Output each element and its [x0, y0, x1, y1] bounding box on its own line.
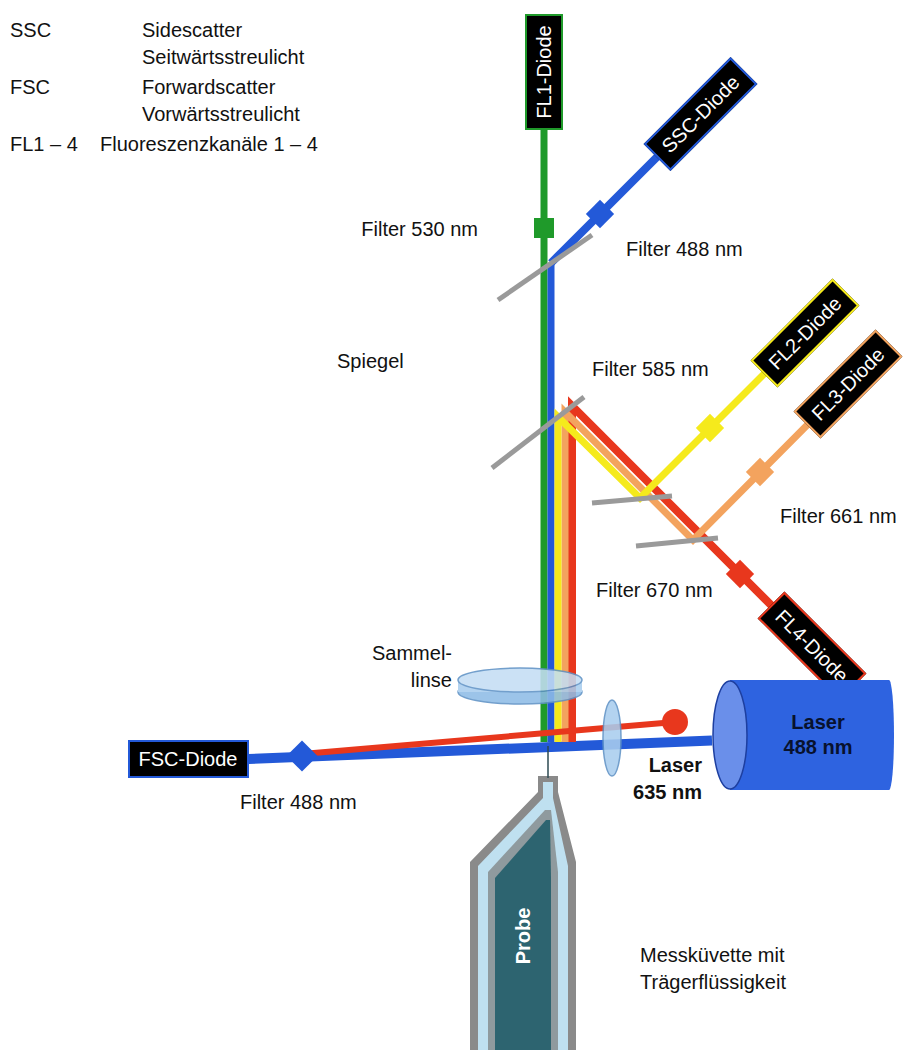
- detector-diode: SSC-Diode: [643, 57, 757, 171]
- node-text: FL1-Diode: [532, 25, 556, 118]
- laser-lens: [603, 700, 621, 776]
- node-text: FL4-Diode: [770, 604, 853, 687]
- abbreviation-text: Forwardscatter Vorwärtsstreulicht: [142, 74, 332, 128]
- abbreviation-text: FL1 – 4: [10, 131, 78, 158]
- part-label: Messküvette mit Trägerflüssigkeit: [640, 942, 820, 996]
- laser-cylinder: [712, 680, 895, 790]
- laser-cylinder: [730, 680, 889, 790]
- sample-stream: [547, 746, 549, 778]
- detector-diode: FL1-Diode: [525, 14, 563, 130]
- mirrors-part: [498, 235, 592, 300]
- mirrors-part: [592, 496, 672, 503]
- measurement-cuvette: [470, 776, 576, 1050]
- collecting-lens-part: [458, 668, 582, 692]
- node-text-line: Laser 488 nm: [776, 710, 860, 760]
- mirrors: [492, 235, 718, 546]
- node-text: Laser 488 nm: [748, 680, 888, 790]
- abbreviation-text: SSC: [10, 17, 51, 44]
- measurement-cuvette-part: [495, 820, 551, 1050]
- node-text: FL2-Diode: [763, 292, 846, 375]
- mirrors-part: [636, 538, 718, 546]
- measurement-cuvette-part: [478, 782, 568, 1050]
- optical-filters-part: [696, 414, 724, 442]
- part-label: Spiegel: [337, 348, 404, 375]
- detector-diode: FSC-Diode: [128, 740, 249, 778]
- part-label: Laser 635 nm: [622, 752, 702, 806]
- part-label: Sammel- linse: [368, 640, 452, 694]
- light-beams-part: [541, 72, 548, 742]
- abbreviation-text: FSC: [10, 74, 50, 101]
- mirrors-part: [492, 397, 584, 468]
- measurement-cuvette-part: [470, 776, 576, 1050]
- abbreviation-text: Sidescatter Seitwärtsstreulicht: [142, 17, 332, 71]
- abbreviation-text: Fluoreszenzkanäle 1 – 4: [100, 131, 318, 158]
- part-label: Filter 488 nm: [240, 789, 357, 816]
- optical-filters-part: [586, 200, 614, 228]
- part-label: Filter 661 nm: [780, 503, 897, 530]
- collecting-lens: [458, 668, 582, 704]
- node-text: Probe: [512, 908, 535, 965]
- node-text: FSC-Diode: [139, 747, 238, 771]
- optical-filters-part: [534, 218, 554, 238]
- laser-aperture: [713, 681, 747, 789]
- part-label: Filter 585 nm: [592, 356, 709, 383]
- measurement-cuvette-part: [488, 810, 558, 1050]
- part-label: Filter 670 nm: [596, 577, 713, 604]
- part-label: Filter 530 nm: [330, 216, 478, 243]
- optical-filters-part: [746, 458, 774, 486]
- optical-filters: [286, 200, 774, 772]
- optical-filters-part: [286, 740, 317, 771]
- laser-source: Laser 488 nm: [712, 680, 895, 790]
- light-beams: [302, 72, 848, 754]
- optical-filters-part: [726, 560, 754, 588]
- node-text: FL3-Diode: [806, 343, 889, 426]
- node-text: SSC-Diode: [656, 70, 744, 158]
- red-laser: [662, 709, 688, 735]
- sample-channel: Probe: [495, 878, 551, 1050]
- part-label: Filter 488 nm: [626, 236, 743, 263]
